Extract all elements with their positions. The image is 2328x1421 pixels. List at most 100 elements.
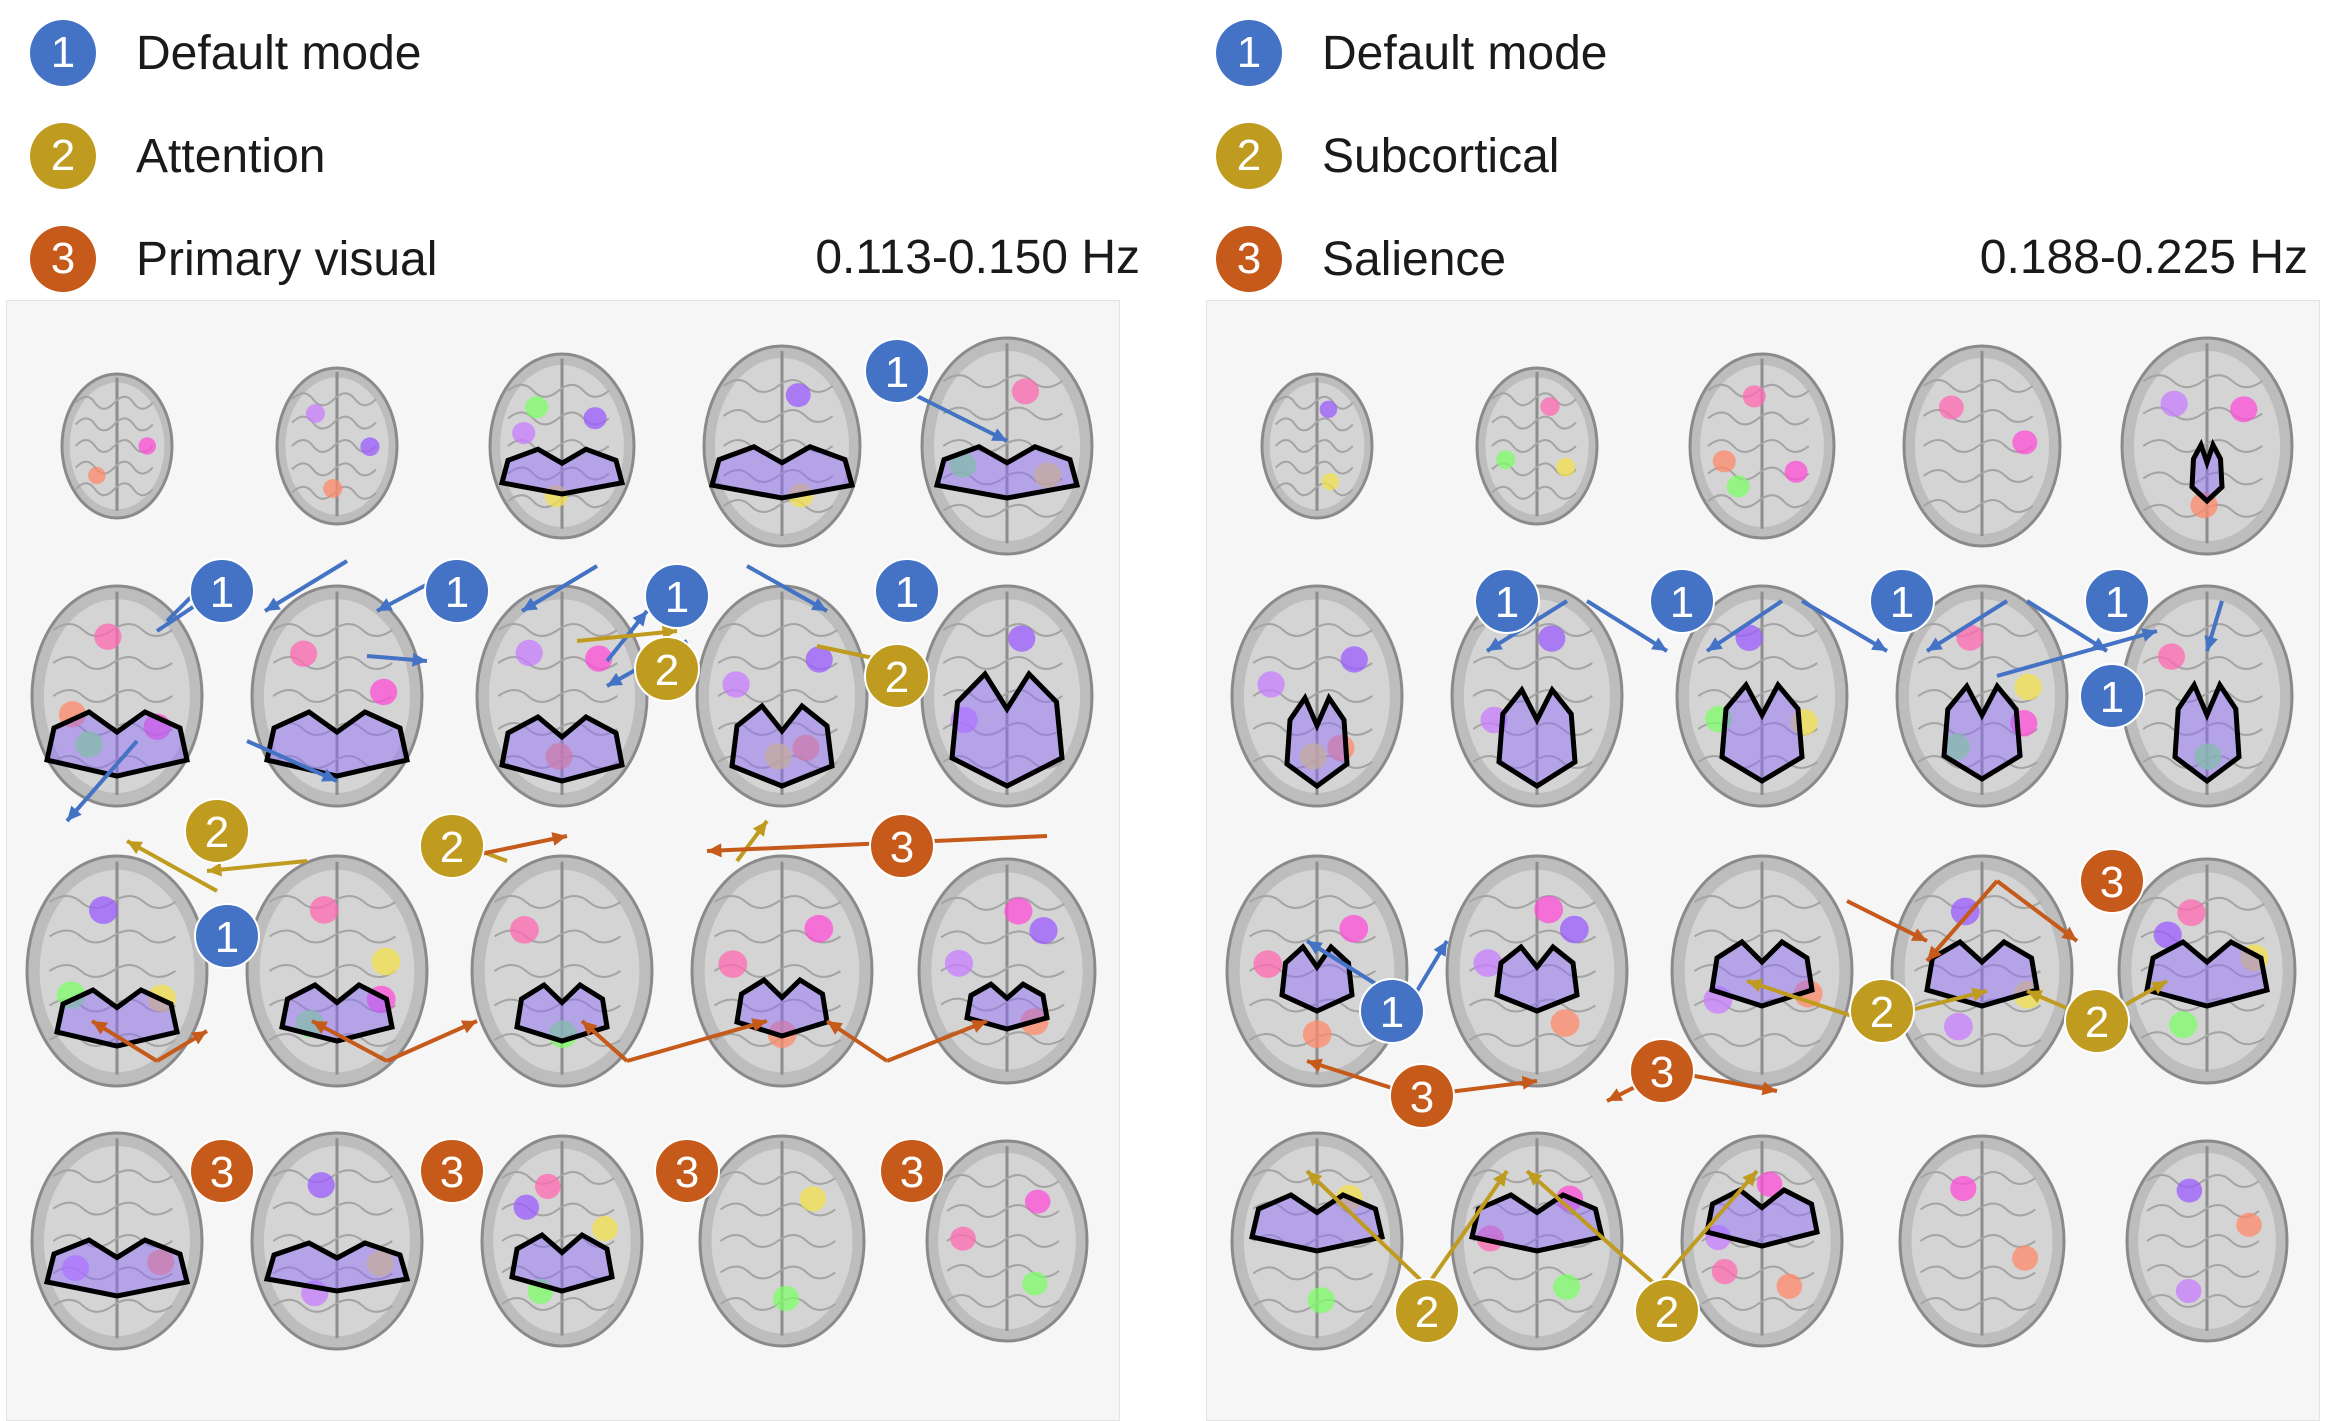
network-outline [43,1237,191,1299]
legend-label: Attention [136,129,326,183]
connector-arrow [263,559,349,613]
badge-number: 1 [445,568,469,617]
sulcus-line [501,1265,615,1280]
activation-blob [1756,1171,1783,1197]
legend-item-attention: 2 Attention [30,121,325,191]
badge-number: 1 [665,573,689,622]
activation-blob [799,1186,827,1212]
badge-number: 1 [210,568,234,617]
arrow-head [312,1021,328,1034]
activation-blob [94,623,122,650]
network-outline [1704,1187,1820,1249]
connector-arrow [206,859,308,873]
brain-slice [920,336,1094,556]
sulcus-line [2142,722,2263,736]
network-outline [1941,681,2023,782]
sulcus-line [719,1234,836,1248]
activation-blob [1726,475,1750,498]
sulcus-line [713,998,842,1013]
sulcus-line [2140,1031,2265,1046]
activation-blob [804,914,834,943]
badge-circle [189,1138,255,1204]
arrow-head [412,652,427,667]
arrow-head [1433,941,1447,957]
activation-blob [1556,457,1576,477]
arrow-head [632,611,647,627]
sulcus-line [1248,998,1377,1013]
sulcus-line [1275,482,1354,497]
frequency-band-label: 0.188-0.225 Hz [1979,231,2308,284]
badge-circle [1869,568,1935,634]
activation-blob [2194,743,2222,770]
connector-arrow [1655,1169,1759,1288]
activation-blob [2236,1212,2262,1237]
connector-arrow [246,739,338,783]
brain-slice [30,584,204,808]
arrow-head [191,1031,207,1045]
sulcus-line [268,929,397,944]
arrow-head [1307,1058,1323,1073]
sulcus-line [1252,623,1373,637]
arrow-head [67,805,82,821]
activation-blob [1956,624,1984,651]
legend-label: Default mode [136,26,422,80]
connector-arrow [65,739,139,823]
arrow-head [207,862,223,877]
sulcus-line [942,623,1063,637]
activation-blob [949,451,977,478]
arrow-head [2151,981,2167,995]
network-badge: 1 [2079,663,2145,729]
arrow-head [707,843,722,858]
activation-blob [1302,1020,1332,1049]
activation-blob [366,1250,394,1277]
badge-number: 1 [1495,578,1519,627]
sulcus-line [717,623,838,637]
legend-badge: 3 [30,226,96,292]
connector-arrow [906,389,1008,443]
network-outline [2189,438,2225,505]
brain-slice [2120,584,2294,808]
network-badge: 3 [1629,1038,1695,1104]
network-outline [44,709,190,779]
sulcus-line [497,689,618,703]
sulcus-line [52,1169,173,1184]
network-badge: 1 [1359,978,1425,1044]
sulcus-line [493,998,622,1013]
sulcus-line [501,1234,615,1248]
network-badge: 1 [194,903,260,969]
sulcus-line [1468,895,1597,909]
legend-item-default-mode: 1 Default mode [1216,18,1608,88]
arrow-head [92,1021,108,1035]
badge-number: 1 [895,568,919,617]
activation-blob [1742,385,1766,408]
connector-arrow [1996,629,2158,678]
brain-slice [1230,1131,1404,1351]
activation-blob [722,671,750,698]
sulcus-line [722,379,834,393]
sulcus-line [940,1031,1065,1046]
legend-badge: 1 [30,20,96,86]
brain-slice [60,372,174,520]
sulcus-line [1697,656,1818,670]
sulcus-line [719,1202,836,1217]
sulcus-line [48,964,177,978]
activation-blob [1473,949,1503,977]
badge-number: 1 [885,348,909,397]
brain-slice [917,857,1097,1085]
network-outline [263,1240,411,1294]
network-badge: 3 [419,1138,485,1204]
network-badge: 2 [419,813,485,879]
badge-number: 3 [890,823,914,872]
connector-arrow [1585,599,1669,653]
sulcus-line [2146,1294,2260,1308]
activation-blob [2176,1178,2203,1203]
sulcus-line [1919,1297,2036,1311]
brain-slice [470,854,654,1088]
brain-slice [1670,854,1854,1088]
sulcus-line [719,1265,836,1280]
badge-circle [184,798,250,864]
sulcus-line [493,895,622,909]
sulcus-line [272,1266,393,1281]
sulcus-line [1701,1297,1815,1311]
